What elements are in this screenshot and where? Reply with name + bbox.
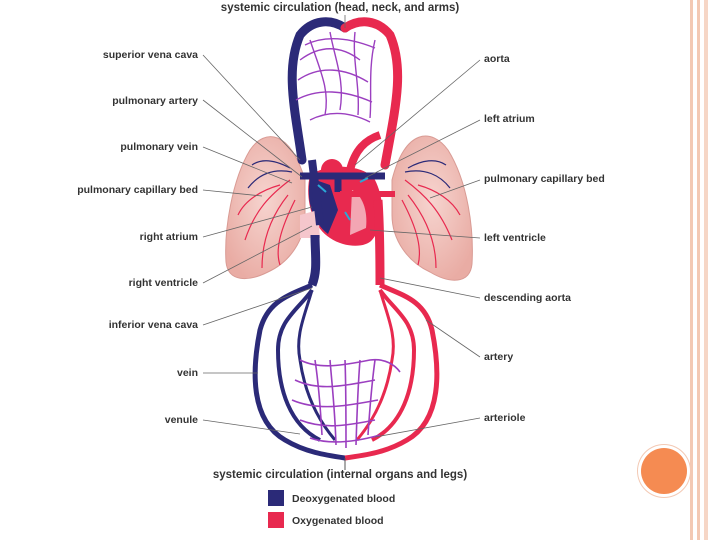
trunk-vessels: [307, 199, 385, 287]
label-right-atrium: right atrium: [140, 231, 198, 243]
label-aorta: aorta: [484, 53, 510, 65]
legend-swatch-deoxygenated: [268, 490, 284, 506]
label-pulmonary-vein: pulmonary vein: [120, 141, 198, 153]
legend: Deoxygenated blood Oxygenated blood: [268, 490, 395, 528]
leader-lines: [202, 15, 481, 438]
label-pulmonary-artery: pulmonary artery: [112, 95, 198, 107]
right-lung: [391, 135, 473, 281]
orange-circle-decoration: [641, 448, 687, 494]
label-vein: vein: [177, 367, 198, 379]
legend-swatch-oxygenated: [268, 512, 284, 528]
label-descending-aorta: descending aorta: [484, 292, 571, 304]
upper-systemic-vessels: [287, 17, 403, 170]
label-left-atrium: left atrium: [484, 113, 535, 125]
heart: [300, 131, 395, 246]
label-inferior-vena-cava: inferior vena cava: [109, 319, 198, 331]
top-title: systemic circulation (head, neck, and ar…: [221, 2, 460, 14]
label-left-ventricle: left ventricle: [484, 232, 546, 244]
label-venule: venule: [165, 414, 198, 426]
slide-border-decoration: [686, 0, 720, 540]
legend-label-oxygenated: Oxygenated blood: [292, 515, 384, 527]
label-right-ventricle: right ventricle: [129, 277, 199, 289]
label-pulmonary-capillary-bed-right: pulmonary capillary bed: [484, 173, 605, 185]
label-pulmonary-capillary-bed-left: pulmonary capillary bed: [77, 184, 198, 196]
lower-systemic-vessels: [252, 282, 440, 470]
label-arteriole: arteriole: [484, 412, 526, 424]
label-artery: artery: [484, 351, 513, 363]
bottom-title: systemic circulation (internal organs an…: [213, 469, 468, 481]
legend-label-deoxygenated: Deoxygenated blood: [292, 493, 395, 505]
left-lung: [225, 136, 306, 280]
label-superior-vena-cava: superior vena cava: [103, 49, 198, 61]
